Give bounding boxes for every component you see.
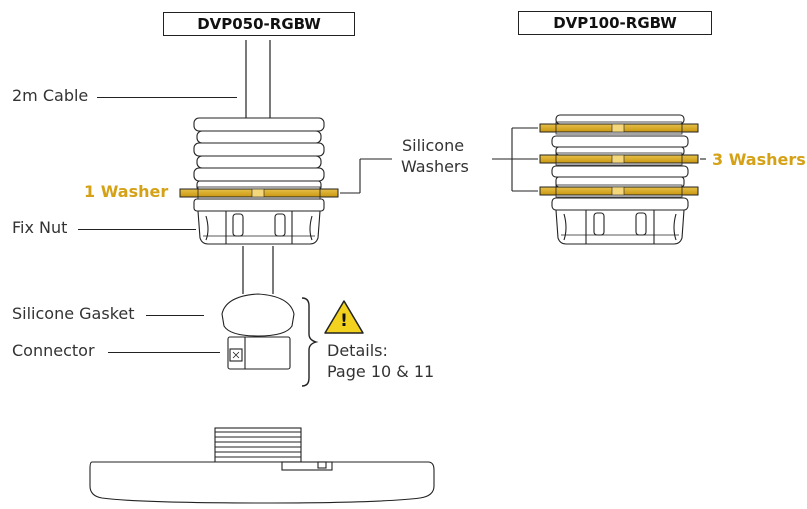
warning-exclamation: ! — [340, 311, 348, 331]
connector-label: Connector — [12, 341, 95, 360]
silicone-washers-label-line1: Silicone — [402, 136, 465, 155]
left-lower-cable — [242, 246, 274, 294]
right-silicone-washer-2 — [539, 152, 699, 166]
three-washers-label: 3 Washers — [712, 150, 806, 169]
cable-label: 2m Cable — [12, 86, 89, 105]
fix-nut-leader — [78, 229, 196, 230]
cable-leader — [97, 97, 237, 98]
left-silicone-washer — [179, 186, 339, 200]
silicone-washers-bracket — [492, 127, 706, 192]
right-silicone-washer-3 — [539, 184, 699, 198]
silicone-washers-label-line2: Washers — [401, 157, 469, 176]
left-cable — [245, 40, 271, 118]
right-silicone-washer-1 — [539, 121, 699, 135]
silicone-gasket-shape — [221, 293, 295, 337]
model-title-dvp050: DVP050-RGBW — [163, 12, 355, 36]
left-fix-nut — [193, 198, 325, 245]
details-line1: Details: — [327, 341, 388, 360]
details-bracket — [301, 297, 319, 387]
connector-shape — [227, 336, 291, 370]
left-cable-gland-body — [193, 117, 325, 191]
gasket-leader — [146, 315, 204, 316]
one-washer-label: 1 Washer — [84, 182, 169, 201]
fix-nut-label: Fix Nut — [12, 218, 68, 237]
details-note: Details: Page 10 & 11 — [327, 340, 434, 382]
fixture-base — [89, 427, 435, 504]
right-fix-nut — [555, 209, 685, 245]
model-title-dvp100: DVP100-RGBW — [518, 11, 712, 35]
left-washer-leader — [340, 158, 392, 194]
details-line2: Page 10 & 11 — [327, 362, 435, 381]
silicone-gasket-label: Silicone Gasket — [12, 304, 135, 323]
warning-triangle-icon — [324, 300, 364, 334]
connector-leader — [108, 352, 220, 353]
